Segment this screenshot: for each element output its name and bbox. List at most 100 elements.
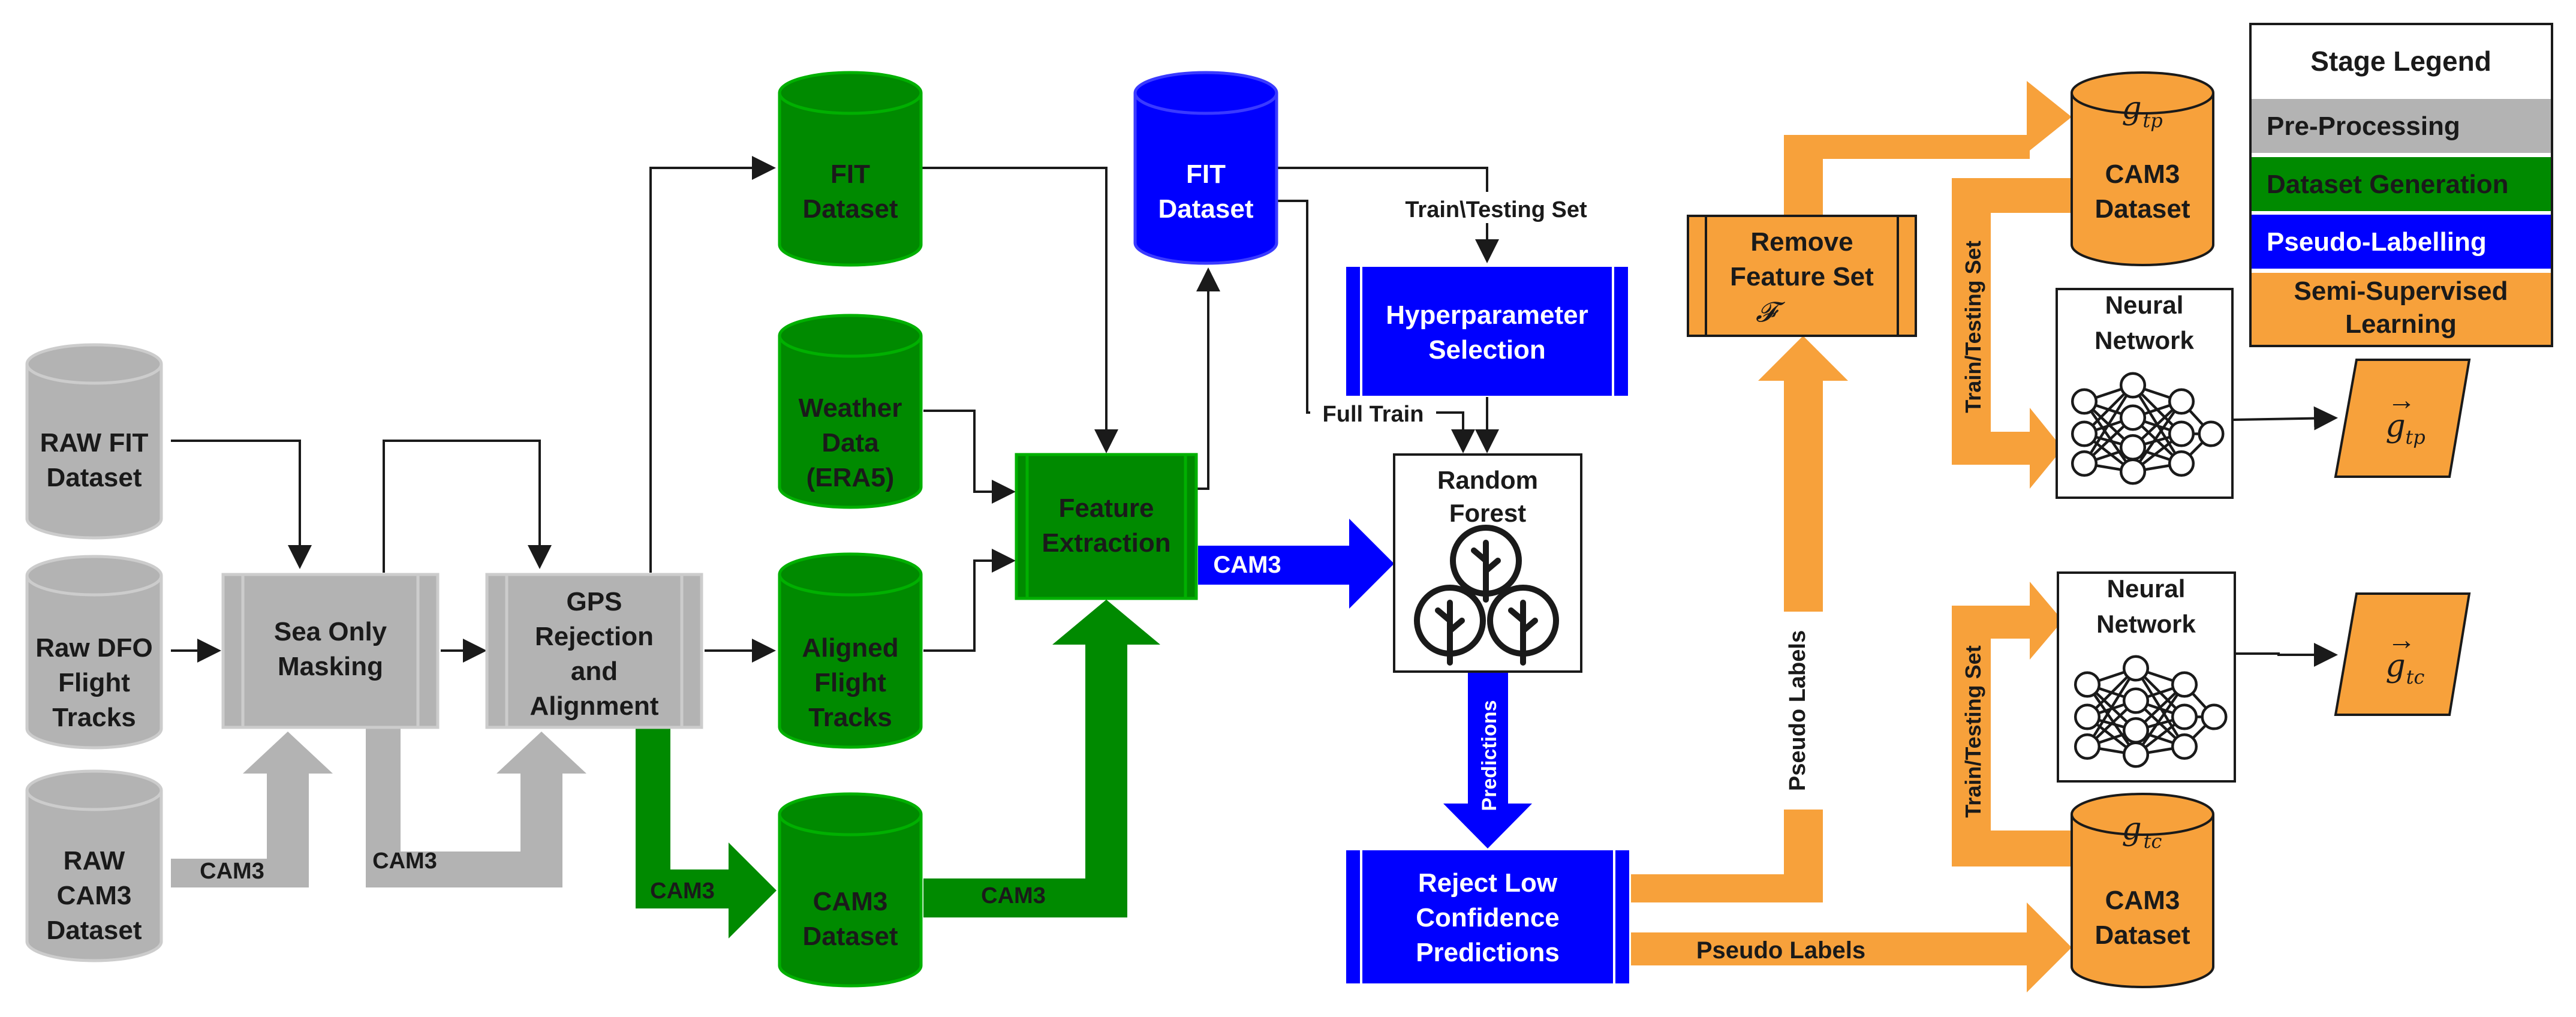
nn-bottom-line2: Network xyxy=(2096,610,2196,638)
raw-cam3-dataset-node: RAW CAM3 Dataset xyxy=(25,769,163,962)
legend-swatch-preprocessing xyxy=(2252,99,2551,153)
raw-fit-line2: Dataset xyxy=(47,463,142,492)
gps-line4: Alignment xyxy=(529,691,658,721)
legend-swatch-pseudo-labelling xyxy=(2252,215,2551,269)
train-testing-label-bg xyxy=(1385,192,1607,223)
reject-low-confidence-process: Reject Low Confidence Predictions xyxy=(1346,850,1629,983)
raw-cam3-line1: RAW xyxy=(64,846,125,875)
edge-weather-fe xyxy=(923,410,1016,504)
sea-only-masking-process: Sea Only Masking xyxy=(221,573,440,729)
out-gtc-symbol: g xyxy=(2385,648,2405,684)
edge-label-cam3-blue: CAM3 xyxy=(1213,552,1281,578)
weather-line3: (ERA5) xyxy=(806,463,895,492)
pseudo-labels-arrow-right xyxy=(1631,902,2072,992)
hyper-line1: Hyperparameter xyxy=(1386,300,1588,330)
stage-legend: Stage Legend Pre-Processing Dataset Gene… xyxy=(2249,23,2553,347)
fit-blue-line1: FIT xyxy=(1186,160,1226,189)
aligned-line1: Aligned xyxy=(802,633,898,663)
aligned-line3: Tracks xyxy=(808,703,892,732)
edge-rawfit-mask xyxy=(171,440,312,569)
gps-line2: Rejection xyxy=(535,622,654,651)
remove-line2: Feature Set xyxy=(1730,262,1874,291)
raw-fit-dataset-node: RAW FIT Dataset xyxy=(25,343,163,540)
remove-feature-set-process: Remove Feature Set 𝓕 xyxy=(1687,215,1917,337)
cam3-flow-arrow-raw xyxy=(171,732,333,887)
cam3-gtc-dataset-node: g tc CAM3 Dataset xyxy=(2071,793,2214,988)
cam3-dataset-green-node: CAM3 Dataset xyxy=(778,792,923,988)
cam3-flow-arrow-blue xyxy=(1198,519,1394,609)
rf-line2: Forest xyxy=(1449,499,1526,527)
cam3-green-line2: Dataset xyxy=(803,922,898,951)
edge-label-full-train: Full Train xyxy=(1323,402,1424,427)
legend-label-semi-supervised-2: Learning xyxy=(2345,309,2457,339)
random-forest-box: Random Forest xyxy=(1393,453,1582,673)
raw-dfo-tracks-node: Raw DFO Flight Tracks xyxy=(25,555,163,750)
weather-data-node: Weather Data (ERA5) xyxy=(778,314,923,509)
hyper-line2: Selection xyxy=(1428,335,1546,365)
pseudo-vertical-label-bg xyxy=(1780,612,1828,810)
edge-fitblue-hyper xyxy=(1277,167,1499,263)
gtc-symbol: g xyxy=(2121,811,2141,847)
train-testing-arrow-top xyxy=(1952,178,2075,489)
pseudo-labels-arrow-top xyxy=(1784,90,2072,216)
fe-line2: Extraction xyxy=(1042,528,1170,558)
edge-label-cam3-mask: CAM3 xyxy=(372,848,437,874)
edge-gps-fit xyxy=(649,156,776,573)
nn-top-line1: Neural xyxy=(2105,291,2184,319)
edge-label-predictions: Predictions xyxy=(1478,700,1501,811)
raw-fit-line1: RAW FIT xyxy=(40,428,149,458)
raw-dfo-line1: Raw DFO xyxy=(35,633,153,663)
nn-bottom-line1: Neural xyxy=(2107,574,2186,603)
output-gtp-parallelogram: → g tp xyxy=(2334,359,2471,478)
rf-line1: Random xyxy=(1437,466,1538,494)
forest-icon xyxy=(1414,525,1559,666)
fit-green-line1: FIT xyxy=(830,160,870,189)
train-testing-arrow-bottom xyxy=(1952,582,2075,866)
reject-line1: Reject Low xyxy=(1418,868,1558,898)
edge-label-cam3-dataset: CAM3 xyxy=(981,883,1046,908)
edge-label-pseudo-horizontal: Pseudo Labels xyxy=(1696,937,1865,964)
edge-nntop-out xyxy=(2233,406,2338,431)
edge-label-cam3-gps: CAM3 xyxy=(650,878,715,904)
cam3-gtp-dataset-node: g tp CAM3 Dataset xyxy=(2071,71,2214,266)
output-gtc-parallelogram: → g tc xyxy=(2334,592,2471,716)
cam3-green-line1: CAM3 xyxy=(813,887,888,916)
edge-fe-fitblue xyxy=(1196,267,1220,490)
edge-aligned-fe xyxy=(923,549,1016,652)
cam3-gtp-line2: Dataset xyxy=(2095,194,2190,224)
legend-label-preprocessing: Pre-Processing xyxy=(2267,112,2460,141)
legend-label-semi-supervised: Semi-Supervised xyxy=(2294,276,2508,306)
pseudo-labels-arrow-top-head xyxy=(2027,81,2072,153)
cam3-gtc-line1: CAM3 xyxy=(2105,886,2180,915)
legend-swatch-dataset-generation xyxy=(2252,157,2551,211)
legend-title: Stage Legend xyxy=(2310,46,2491,77)
gps-rejection-alignment-process: GPS Rejection and Alignment xyxy=(485,573,703,729)
weather-line2: Data xyxy=(821,428,879,458)
gtc-subscript: tc xyxy=(2144,830,2162,853)
sea-mask-line2: Masking xyxy=(278,652,383,681)
legend-label-pseudo-labelling: Pseudo-Labelling xyxy=(2267,227,2487,257)
raw-cam3-line2: CAM3 xyxy=(57,881,132,910)
cam3-gtc-line2: Dataset xyxy=(2095,920,2190,950)
gtp-symbol: g xyxy=(2121,91,2141,127)
edge-fit-fe xyxy=(920,167,1118,453)
fe-line1: Feature xyxy=(1059,494,1154,523)
gtp-vector-arrow: → xyxy=(2387,384,2416,416)
aligned-line2: Flight xyxy=(814,668,886,697)
legend-swatch-semi-supervised xyxy=(2252,273,2551,345)
edge-label-pseudo-vertical: Pseudo Labels xyxy=(1785,630,1810,791)
edge-label-cam3-raw: CAM3 xyxy=(200,859,264,884)
out-gtp-symbol: g xyxy=(2385,408,2405,444)
fit-dataset-green-node: FIT Dataset xyxy=(778,71,923,267)
cam3-flow-arrow-gps xyxy=(636,727,777,938)
hyperparameter-selection-process: Hyperparameter Selection xyxy=(1346,267,1628,396)
raw-cam3-line3: Dataset xyxy=(47,916,142,945)
edge-fitblue-rf-fulltrain xyxy=(1277,200,1475,453)
predictions-arrow xyxy=(1443,673,1532,848)
gtc-vector-arrow: → xyxy=(2387,624,2416,656)
sea-mask-line1: Sea Only xyxy=(274,617,387,646)
raw-dfo-line2: Flight xyxy=(58,668,130,697)
nn-top-line2: Network xyxy=(2094,326,2194,354)
weather-line1: Weather xyxy=(799,393,902,423)
